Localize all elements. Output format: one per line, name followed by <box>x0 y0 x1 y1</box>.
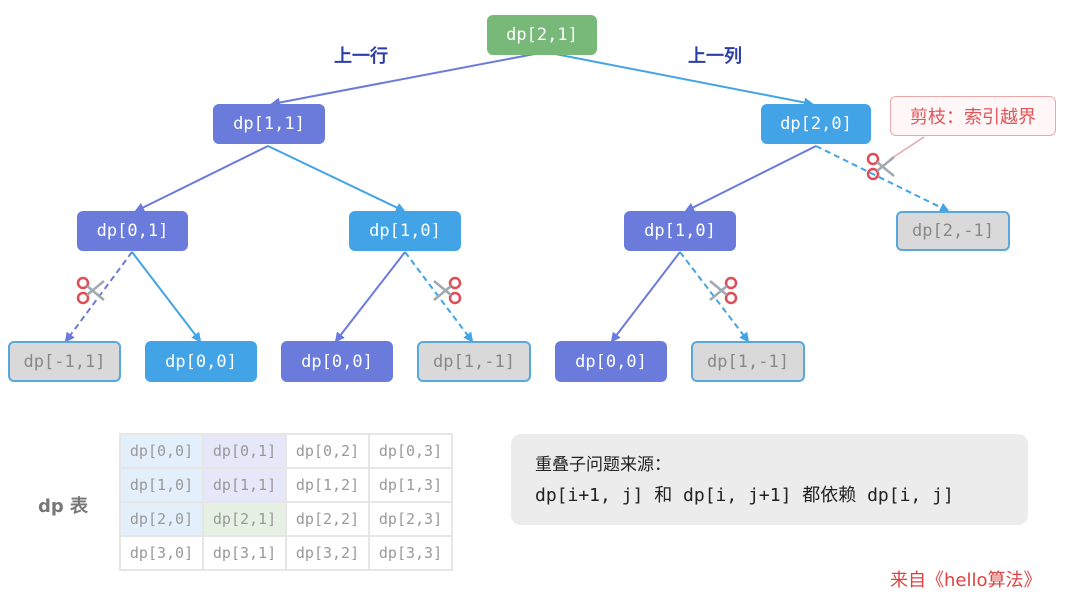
node-level2-b: dp[1,0] <box>349 211 461 251</box>
table-cell: dp[1,2] <box>285 467 370 503</box>
table-cell: dp[2,1] <box>202 501 287 537</box>
table-cell: dp[0,3] <box>368 433 453 469</box>
source-credit: 来自《hello算法》 <box>890 570 1042 591</box>
scissors-icon <box>76 276 105 305</box>
table-row: dp[2,0] dp[2,1] dp[2,2] dp[2,3] <box>119 501 453 537</box>
scissors-icon <box>709 276 738 305</box>
edge-l2c-l3f <box>679 251 750 343</box>
node-level3-e: dp[0,0] <box>555 341 667 382</box>
table-cell: dp[1,3] <box>368 467 453 503</box>
scissors-icon <box>433 276 462 305</box>
table-cell: dp[3,3] <box>368 535 453 571</box>
edge-label-up-row: 上一行 <box>334 46 388 67</box>
edge-l1b-l2d <box>815 145 950 212</box>
prune-callout: 剪枝：索引越界 <box>890 96 1056 136</box>
note-title: 重叠子问题来源： <box>535 455 671 475</box>
table-cell: dp[2,2] <box>285 501 370 537</box>
note-text: dp[i+1, j] 和 dp[i, j+1] 都依赖 dp[i, j] <box>535 485 954 506</box>
prune-callout-label: 剪枝：索引越界 <box>910 107 1036 128</box>
table-cell: dp[3,2] <box>285 535 370 571</box>
table-cell: dp[3,1] <box>202 535 287 571</box>
node-level1-right: dp[2,0] <box>761 104 871 144</box>
edge-l2c-l3e <box>610 251 681 343</box>
table-row: dp[1,0] dp[1,1] dp[1,2] dp[1,3] <box>119 467 453 503</box>
table-cell: dp[1,1] <box>202 467 287 503</box>
node-level2-c: dp[1,0] <box>624 211 736 251</box>
edge-l2a-l3b <box>131 251 202 343</box>
table-cell: dp[3,0] <box>119 535 204 571</box>
node-level3-d-pruned: dp[1,-1] <box>417 341 531 382</box>
node-level3-a-pruned: dp[-1,1] <box>8 341 121 382</box>
table-cell: dp[2,3] <box>368 501 453 537</box>
edge-l1a-l2b <box>267 145 406 213</box>
table-row: dp[3,0] dp[3,1] dp[3,2] dp[3,3] <box>119 535 453 571</box>
edge-label-left-col: 上一列 <box>688 46 742 67</box>
edge-l1b-l2c <box>684 145 817 212</box>
node-level3-b: dp[0,0] <box>145 341 257 382</box>
table-cell: dp[0,2] <box>285 433 370 469</box>
dp-table-label: dp 表 <box>38 496 89 517</box>
table-cell: dp[0,0] <box>119 433 204 469</box>
table-cell: dp[2,0] <box>119 501 204 537</box>
table-cell: dp[0,1] <box>202 433 287 469</box>
node-level3-c: dp[0,0] <box>281 341 393 382</box>
node-level3-f-pruned: dp[1,-1] <box>691 341 805 382</box>
edge-root-l1b <box>544 51 814 108</box>
table-row: dp[0,0] dp[0,1] dp[0,2] dp[0,3] <box>119 433 453 469</box>
node-level2-a: dp[0,1] <box>77 211 188 251</box>
node-level1-left: dp[1,1] <box>213 104 325 144</box>
edge-l2b-l3c <box>334 251 406 343</box>
dp-table: dp[0,0] dp[0,1] dp[0,2] dp[0,3] dp[1,0] … <box>119 433 453 571</box>
node-root: dp[2,1] <box>487 15 597 55</box>
overlap-source-note: 重叠子问题来源： dp[i+1, j] 和 dp[i, j+1] 都依赖 dp[… <box>511 434 1028 525</box>
edge-l1a-l2a <box>134 145 269 212</box>
edge-root-l1a <box>270 51 546 108</box>
node-level2-d-pruned: dp[2,-1] <box>896 211 1010 251</box>
prune-callout-pointer <box>891 136 925 159</box>
table-cell: dp[1,0] <box>119 467 204 503</box>
scissors-icon <box>866 152 895 181</box>
